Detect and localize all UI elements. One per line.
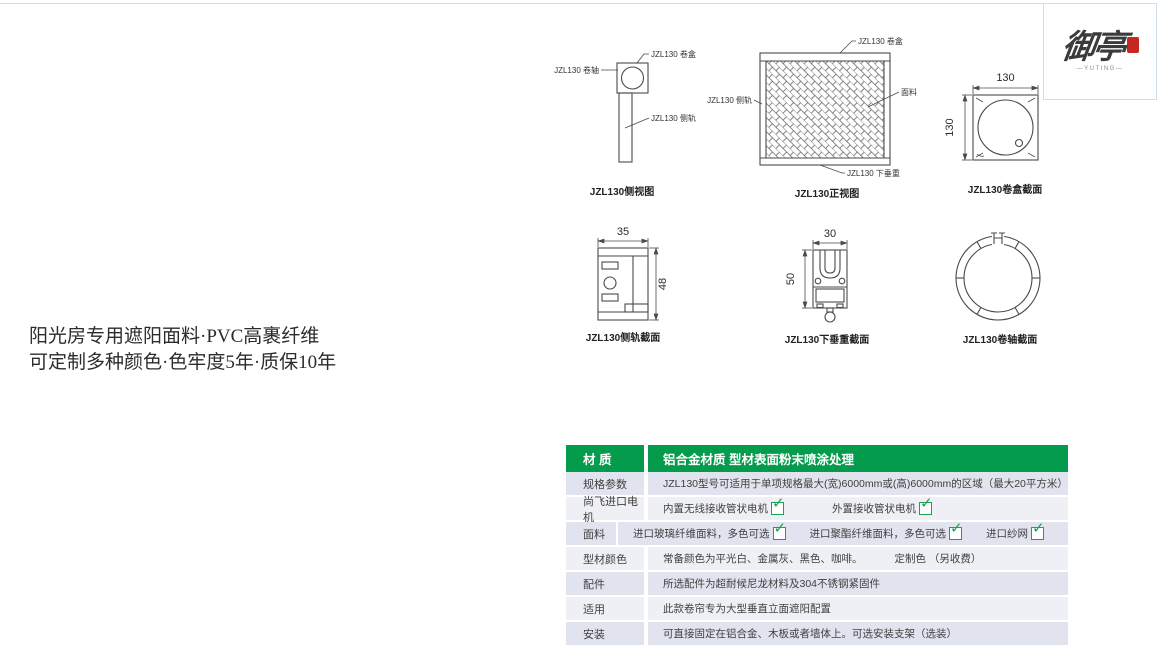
row-content: JZL130型号可适用于单项规格最大(宽)6000mm或(高)6000mm的区域… xyxy=(648,472,1068,495)
row-content-text: 外置接收管状电机 xyxy=(832,503,916,515)
table-row: 尚飞进口电机内置无线接收管状电机✓外置接收管状电机✓ xyxy=(566,496,1068,524)
label-side-rail: JZL130 侧轨 xyxy=(651,113,696,123)
row-content-text: 所选配件为超耐候尼龙材料及304不锈钢紧固件 xyxy=(663,578,881,590)
row-content-text: 进口玻璃纤维面料，多色可选 xyxy=(633,528,770,540)
column-gap xyxy=(644,445,648,472)
row-content-text: 常备颜色为平光白、金属灰、黑色、咖啡。 xyxy=(663,553,863,565)
side-view-drawing: JZL130 卷盒 JZL130 卷轴 JZL130 侧轨 xyxy=(554,49,696,163)
intro-line-1: 阳光房专用遮阳面料·PVC高裹纤维 xyxy=(29,326,320,347)
row-content: 所选配件为超耐候尼龙材料及304不锈钢紧固件 xyxy=(648,572,1068,595)
column-gap xyxy=(644,547,648,570)
dim-height: 48 xyxy=(657,278,669,290)
box-section-drawing: 130 130 xyxy=(944,72,1039,161)
weight-section-drawing: 30 50 xyxy=(785,228,848,323)
spec-table: 材 质 铝合金材质 型材表面粉末喷涂处理 规格参数 JZL130型号可适用于单项规… xyxy=(566,445,1068,647)
red-seal-icon xyxy=(1126,37,1139,53)
intro-text: 阳光房专用遮阳面料·PVC高裹纤维 可定制多种颜色·色牢度5年·质保10年 xyxy=(29,324,336,376)
table-row: 规格参数 JZL130型号可适用于单项规格最大(宽)6000mm或(高)6000m… xyxy=(566,472,1068,497)
front-view-drawing: JZL130 卷盒 面料 JZL130 侧轨 JZL130 下垂重 xyxy=(707,36,917,178)
label-side-rail: JZL130 侧轨 xyxy=(707,95,752,105)
check-icon: ✓ xyxy=(772,521,786,540)
brand-logo: 御亭 xyxy=(1058,30,1139,66)
row-label: 尚飞进口电机 xyxy=(566,496,644,524)
row-content-text: 内置无线接收管状电机 xyxy=(663,503,768,515)
label-roll-box: JZL130 卷盒 xyxy=(651,49,696,59)
top-divider-line xyxy=(0,3,1157,4)
row-content-text: JZL130型号可适用于单项规格最大(宽)6000mm或(高)6000mm的区域… xyxy=(663,478,1068,490)
box-section-caption: JZL130卷盒截面 xyxy=(967,185,1043,196)
spec-table-rows: 规格参数 JZL130型号可适用于单项规格最大(宽)6000mm或(高)6000m… xyxy=(566,472,1068,647)
table-row: 安装 可直接固定在铝合金、木板或者墙体上。可选安装支架（选装） xyxy=(566,622,1068,647)
front-view-caption: JZL130正视图 xyxy=(794,189,860,200)
weight-section-caption: JZL130下垂重截面 xyxy=(784,335,870,346)
dim-height: 130 xyxy=(944,118,956,136)
dim-height: 50 xyxy=(785,273,797,285)
row-label: 型材颜色 xyxy=(566,547,644,570)
label-fabric: 面料 xyxy=(901,87,917,97)
side-view-caption: JZL130侧视图 xyxy=(589,187,655,198)
label-roll-axis: JZL130 卷轴 xyxy=(554,65,599,75)
column-gap xyxy=(644,597,648,620)
row-content-text: 可直接固定在铝合金、木板或者墙体上。可选安装支架（选装） xyxy=(663,628,957,640)
intro-line-2: 可定制多种颜色·色牢度5年·质保10年 xyxy=(29,352,337,373)
check-icon: ✓ xyxy=(919,496,933,515)
column-gap xyxy=(644,572,648,595)
row-label: 规格参数 xyxy=(566,472,644,495)
table-row: 适用 此款卷帘专为大型垂直立面遮阳配置 xyxy=(566,597,1068,622)
logo-frame: 御亭 —YUTING— xyxy=(1043,3,1157,100)
row-content-text: 定制色 （另收费） xyxy=(894,553,982,565)
row-content-text: 进口纱网 xyxy=(986,528,1028,540)
column-gap xyxy=(644,622,648,645)
row-content: 进口玻璃纤维面料，多色可选✓进口聚酯纤维面料，多色可选✓进口纱网✓ xyxy=(618,521,1068,545)
row-label: 面料 xyxy=(566,522,616,545)
label-roll-box: JZL130 卷盒 xyxy=(858,36,903,46)
axis-section-drawing xyxy=(955,232,1041,321)
spec-table-header: 材 质 铝合金材质 型材表面粉末喷涂处理 xyxy=(566,445,1068,472)
check-icon: ✓ xyxy=(771,496,785,515)
dim-width: 30 xyxy=(824,228,836,240)
row-content: 可直接固定在铝合金、木板或者墙体上。可选安装支架（选装） xyxy=(648,622,1068,645)
check-icon: ✓ xyxy=(1031,521,1045,540)
dim-width: 130 xyxy=(996,72,1014,84)
table-row: 面料进口玻璃纤维面料，多色可选✓进口聚酯纤维面料，多色可选✓进口纱网✓ xyxy=(566,521,1068,547)
column-gap xyxy=(644,497,648,520)
column-gap xyxy=(615,522,618,545)
column-gap xyxy=(644,472,648,495)
dim-width: 35 xyxy=(617,226,629,238)
row-content-text: 此款卷帘专为大型垂直立面遮阳配置 xyxy=(663,603,831,615)
row-label: 适用 xyxy=(566,597,644,620)
rail-section-caption: JZL130侧轨截面 xyxy=(585,333,661,344)
brand-logo-text: 御亭 xyxy=(1058,30,1127,66)
table-row: 配件 所选配件为超耐候尼龙材料及304不锈钢紧固件 xyxy=(566,572,1068,597)
row-content: 常备颜色为平光白、金属灰、黑色、咖啡。 定制色 （另收费） xyxy=(648,547,1068,570)
table-row: 型材颜色 常备颜色为平光白、金属灰、黑色、咖啡。 定制色 （另收费） xyxy=(566,547,1068,572)
check-icon: ✓ xyxy=(949,521,963,540)
row-label: 配件 xyxy=(566,572,644,595)
row-label: 安装 xyxy=(566,622,644,645)
axis-section-caption: JZL130卷轴截面 xyxy=(962,335,1038,346)
label-bottom-weight: JZL130 下垂重 xyxy=(847,168,900,178)
fabric-pattern xyxy=(766,61,884,158)
header-col-description: 铝合金材质 型材表面粉末喷涂处理 xyxy=(648,445,1068,472)
brand-logo-subtext: —YUTING— xyxy=(1076,66,1124,72)
row-content: 内置无线接收管状电机✓外置接收管状电机✓ xyxy=(648,496,1068,520)
row-content: 此款卷帘专为大型垂直立面遮阳配置 xyxy=(648,597,1068,620)
header-col-material: 材 质 xyxy=(566,445,644,472)
rail-section-drawing: 35 48 xyxy=(597,226,669,321)
row-content-text: 进口聚酯纤维面料，多色可选 xyxy=(809,528,947,540)
